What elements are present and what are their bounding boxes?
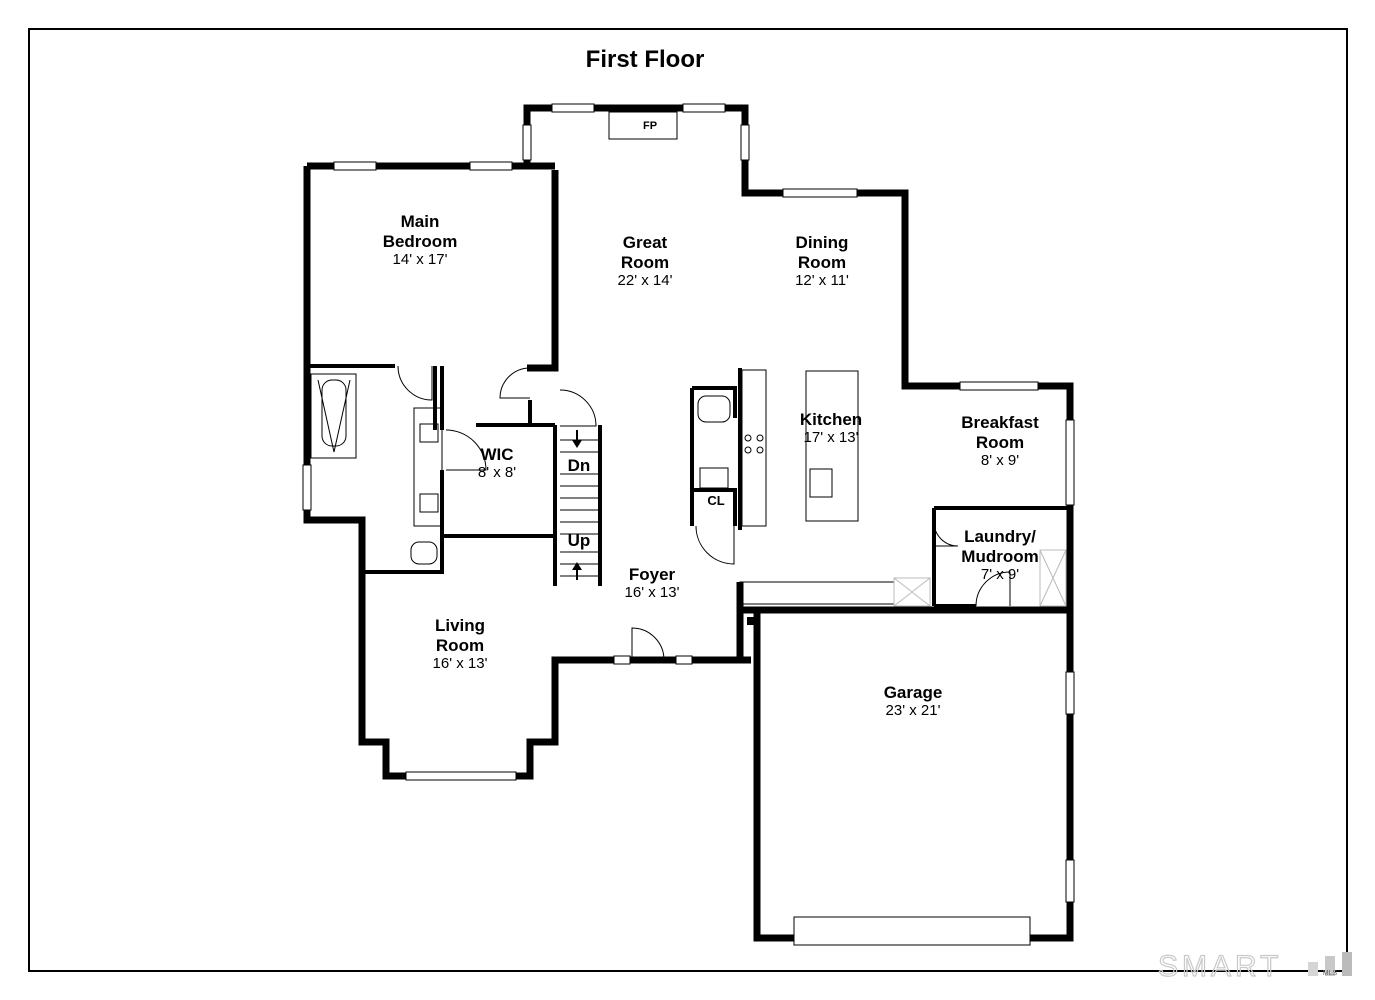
room-name: Living bbox=[435, 616, 485, 635]
powder-sink bbox=[699, 467, 729, 489]
room-dimensions: 16' x 13' bbox=[625, 584, 680, 601]
room-laundry: Laundry/ Mudroom 7' x 9' bbox=[961, 527, 1038, 583]
kitchen-sink bbox=[809, 468, 833, 498]
room-name: Breakfast bbox=[961, 413, 1039, 432]
room-name: Room bbox=[436, 636, 484, 655]
garage-door bbox=[793, 916, 1031, 946]
stair-arrows bbox=[572, 430, 582, 580]
floor-title: First Floor bbox=[586, 46, 705, 73]
vanity bbox=[413, 407, 443, 527]
powder-toilet bbox=[697, 395, 731, 423]
mud-bench bbox=[739, 581, 895, 605]
doors bbox=[397, 365, 1011, 661]
room-wic: WIC 8' x 8' bbox=[478, 445, 516, 481]
kitchen-counter bbox=[741, 369, 767, 527]
room-name: Dining bbox=[796, 233, 849, 252]
room-dining-room: Dining Room 12' x 11' bbox=[795, 233, 849, 289]
bath-fixtures bbox=[310, 373, 731, 565]
room-kitchen: Kitchen 17' x 13' bbox=[800, 410, 862, 446]
page-frame bbox=[28, 28, 1348, 972]
room-dimensions: 23' x 21' bbox=[886, 702, 941, 719]
room-living-room: Living Room 16' x 13' bbox=[433, 616, 488, 672]
room-name: Main bbox=[401, 212, 440, 231]
room-dimensions: 7' x 9' bbox=[981, 566, 1019, 583]
room-name: WIC bbox=[480, 445, 513, 464]
fireplace-label: FP bbox=[643, 120, 657, 132]
room-name: Room bbox=[621, 253, 669, 272]
room-foyer: Foyer 16' x 13' bbox=[625, 565, 680, 601]
room-dimensions: 16' x 13' bbox=[433, 655, 488, 672]
kitchen-fixtures bbox=[739, 369, 895, 605]
room-name: Laundry/ bbox=[964, 527, 1036, 546]
room-breakfast-room: Breakfast Room 8' x 9' bbox=[961, 413, 1039, 469]
room-garage: Garage 23' x 21' bbox=[884, 683, 943, 719]
room-name: Bedroom bbox=[383, 232, 458, 251]
room-name: Mudroom bbox=[961, 547, 1038, 566]
interior-walls bbox=[307, 364, 1070, 608]
closet-label: CL bbox=[707, 493, 724, 508]
bathtub bbox=[310, 373, 357, 459]
smartmls-watermark: SMART MLS bbox=[1157, 949, 1352, 984]
room-great-room: Great Room 22' x 14' bbox=[618, 233, 673, 289]
room-dimensions: 22' x 14' bbox=[618, 272, 673, 289]
toilet bbox=[410, 541, 438, 565]
room-name: Great bbox=[623, 233, 668, 252]
room-name: Room bbox=[798, 253, 846, 272]
room-dimensions: 8' x 9' bbox=[981, 452, 1019, 469]
room-name: Kitchen bbox=[800, 410, 862, 429]
room-name: Room bbox=[976, 433, 1024, 452]
panel-marker bbox=[747, 617, 755, 625]
kitchen-island bbox=[805, 370, 859, 522]
room-name: Foyer bbox=[629, 565, 676, 584]
room-dimensions: 8' x 8' bbox=[478, 464, 516, 481]
room-main-bedroom: Main Bedroom 14' x 17' bbox=[383, 212, 458, 268]
laundry-appliances bbox=[893, 549, 1067, 607]
watermark-brand: SMART bbox=[1158, 950, 1282, 983]
room-dimensions: 12' x 11' bbox=[795, 272, 849, 289]
room-dimensions: 17' x 13' bbox=[804, 429, 859, 446]
room-dimensions: 14' x 17' bbox=[393, 251, 448, 268]
room-name: Garage bbox=[884, 683, 943, 702]
watermark-sub: MLS bbox=[1323, 970, 1338, 977]
windows bbox=[302, 103, 1075, 903]
fireplace bbox=[608, 111, 678, 140]
stairs-up-label: Up bbox=[568, 531, 591, 550]
stairs-down-label: Dn bbox=[568, 456, 591, 475]
